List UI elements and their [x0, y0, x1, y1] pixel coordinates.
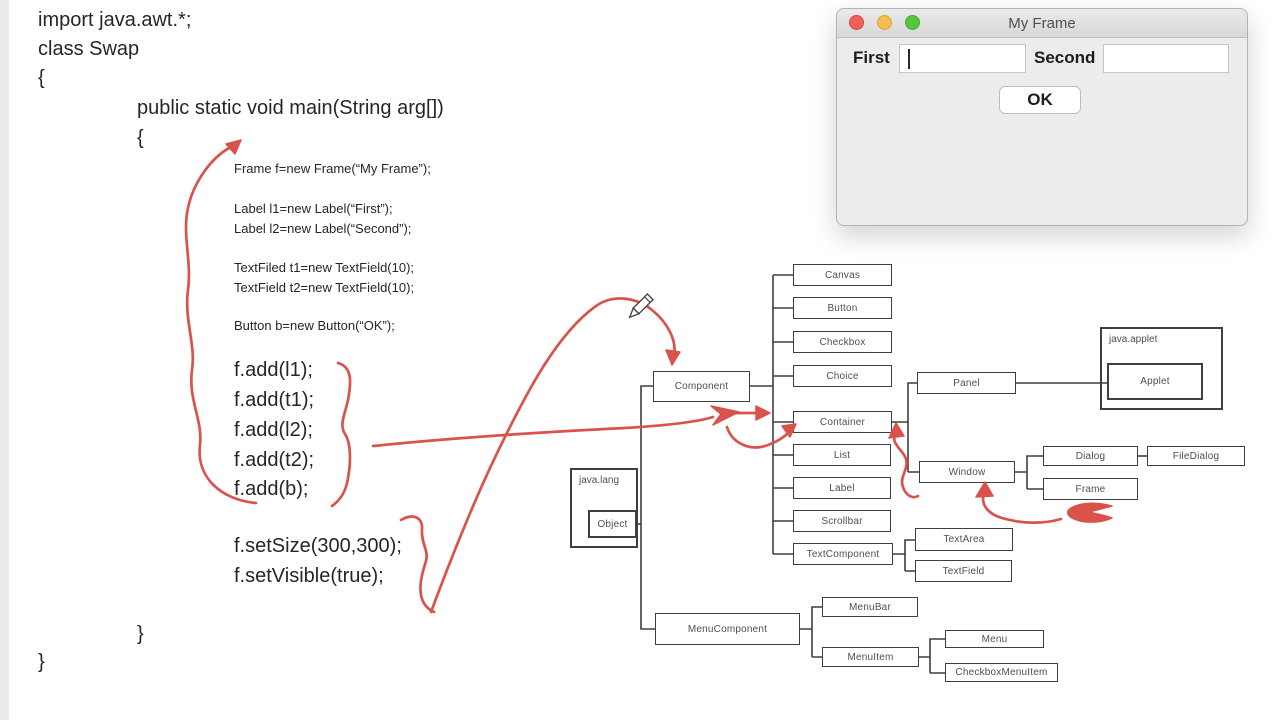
scribble-blob-arrow: [1067, 502, 1113, 523]
arrowhead-knot-scribble: [710, 405, 740, 426]
code-line-open-brace: {: [38, 67, 45, 89]
node-canvas: Canvas: [793, 264, 892, 286]
code-line-add-t1: f.add(t1);: [234, 389, 315, 411]
second-input[interactable]: [1103, 44, 1229, 73]
code-line-add-t2: f.add(t2);: [234, 449, 315, 471]
arrowhead-window-up: [975, 481, 994, 498]
window-controls: [849, 15, 920, 30]
node-menubar: MenuBar: [822, 597, 918, 617]
arrowhead-into-spine: [755, 405, 771, 421]
node-frame: Frame: [1043, 478, 1138, 500]
title-bar[interactable]: My Frame: [837, 9, 1247, 38]
code-line-button: Button b=new Button(“OK”);: [234, 318, 395, 333]
node-textcomponent: TextComponent: [793, 543, 893, 565]
first-input[interactable]: [899, 44, 1026, 73]
arrowhead-brace-left-top: [225, 139, 242, 155]
my-frame-window: My Frame First Second OK: [836, 8, 1248, 226]
text-cursor: [908, 49, 910, 69]
first-label: First: [853, 48, 890, 67]
code-line-label2: Label l2=new Label(“Second”);: [234, 221, 412, 236]
code-line-new-frame: Frame f=new Frame(“My Frame”);: [234, 161, 431, 176]
package-label-java-lang: java.lang: [579, 475, 620, 486]
node-container: Container: [793, 411, 892, 433]
node-window: Window: [919, 461, 1015, 483]
arrowhead-component: [665, 349, 681, 366]
annotation-curve-code-to-component: [429, 297, 676, 614]
package-label-java-applet: java.applet: [1109, 334, 1158, 345]
code-line-setvisible: f.setVisible(true);: [234, 565, 384, 587]
node-checkbox: Checkbox: [793, 331, 892, 353]
node-panel: Panel: [917, 372, 1016, 394]
annotation-loop-under-container: [725, 425, 793, 449]
code-line-label1: Label l1=new Label(“First”);: [234, 201, 393, 216]
code-line-textfield1: TextFiled t1=new TextField(10);: [234, 260, 415, 275]
zoom-button-icon[interactable]: [905, 15, 920, 30]
code-line-main: public static void main(String arg[]): [137, 97, 444, 119]
node-component: Component: [653, 371, 750, 402]
code-line-add-b: f.add(b);: [234, 478, 309, 500]
annotation-brace-setsize-block: [399, 515, 436, 614]
ok-button[interactable]: OK: [999, 86, 1081, 114]
pencil-cursor-icon: [628, 292, 655, 319]
node-object: Object: [588, 510, 637, 538]
code-line-setsize: f.setSize(300,300);: [234, 535, 402, 557]
code-line-import: import java.awt.*;: [38, 9, 192, 31]
code-line-close-class: }: [38, 651, 45, 673]
node-choice: Choice: [793, 365, 892, 387]
code-line-textfield2: TextField t2=new TextField(10);: [234, 280, 415, 295]
minimize-button-icon[interactable]: [877, 15, 892, 30]
left-edge-strip: [0, 0, 9, 720]
node-textarea: TextArea: [915, 528, 1013, 551]
close-button-icon[interactable]: [849, 15, 864, 30]
node-menucomponent: MenuComponent: [655, 613, 800, 645]
node-menuitem: MenuItem: [822, 647, 919, 667]
node-button: Button: [793, 297, 892, 319]
node-scrollbar: Scrollbar: [793, 510, 891, 532]
node-menu: Menu: [945, 630, 1044, 648]
annotation-squiggle-container-to-window: [892, 429, 920, 499]
node-textfield: TextField: [915, 560, 1012, 582]
code-line-main-brace: {: [137, 127, 144, 149]
node-applet: Applet: [1107, 363, 1203, 400]
node-checkboxmenuitem: CheckboxMenuItem: [945, 663, 1058, 682]
node-list: List: [793, 444, 891, 466]
code-line-close-main: }: [137, 623, 144, 645]
node-label: Label: [793, 477, 891, 499]
node-filedialog: FileDialog: [1147, 446, 1245, 466]
window-title: My Frame: [1008, 14, 1076, 32]
node-dialog: Dialog: [1043, 446, 1138, 466]
code-line-class: class Swap: [38, 38, 140, 60]
annotation-brace-add-block: [330, 361, 352, 508]
code-line-add-l2: f.add(l2);: [234, 419, 313, 441]
annotation-line-to-container: [371, 415, 715, 448]
code-line-add-l1: f.add(l1);: [234, 359, 313, 381]
second-label: Second: [1034, 48, 1096, 67]
